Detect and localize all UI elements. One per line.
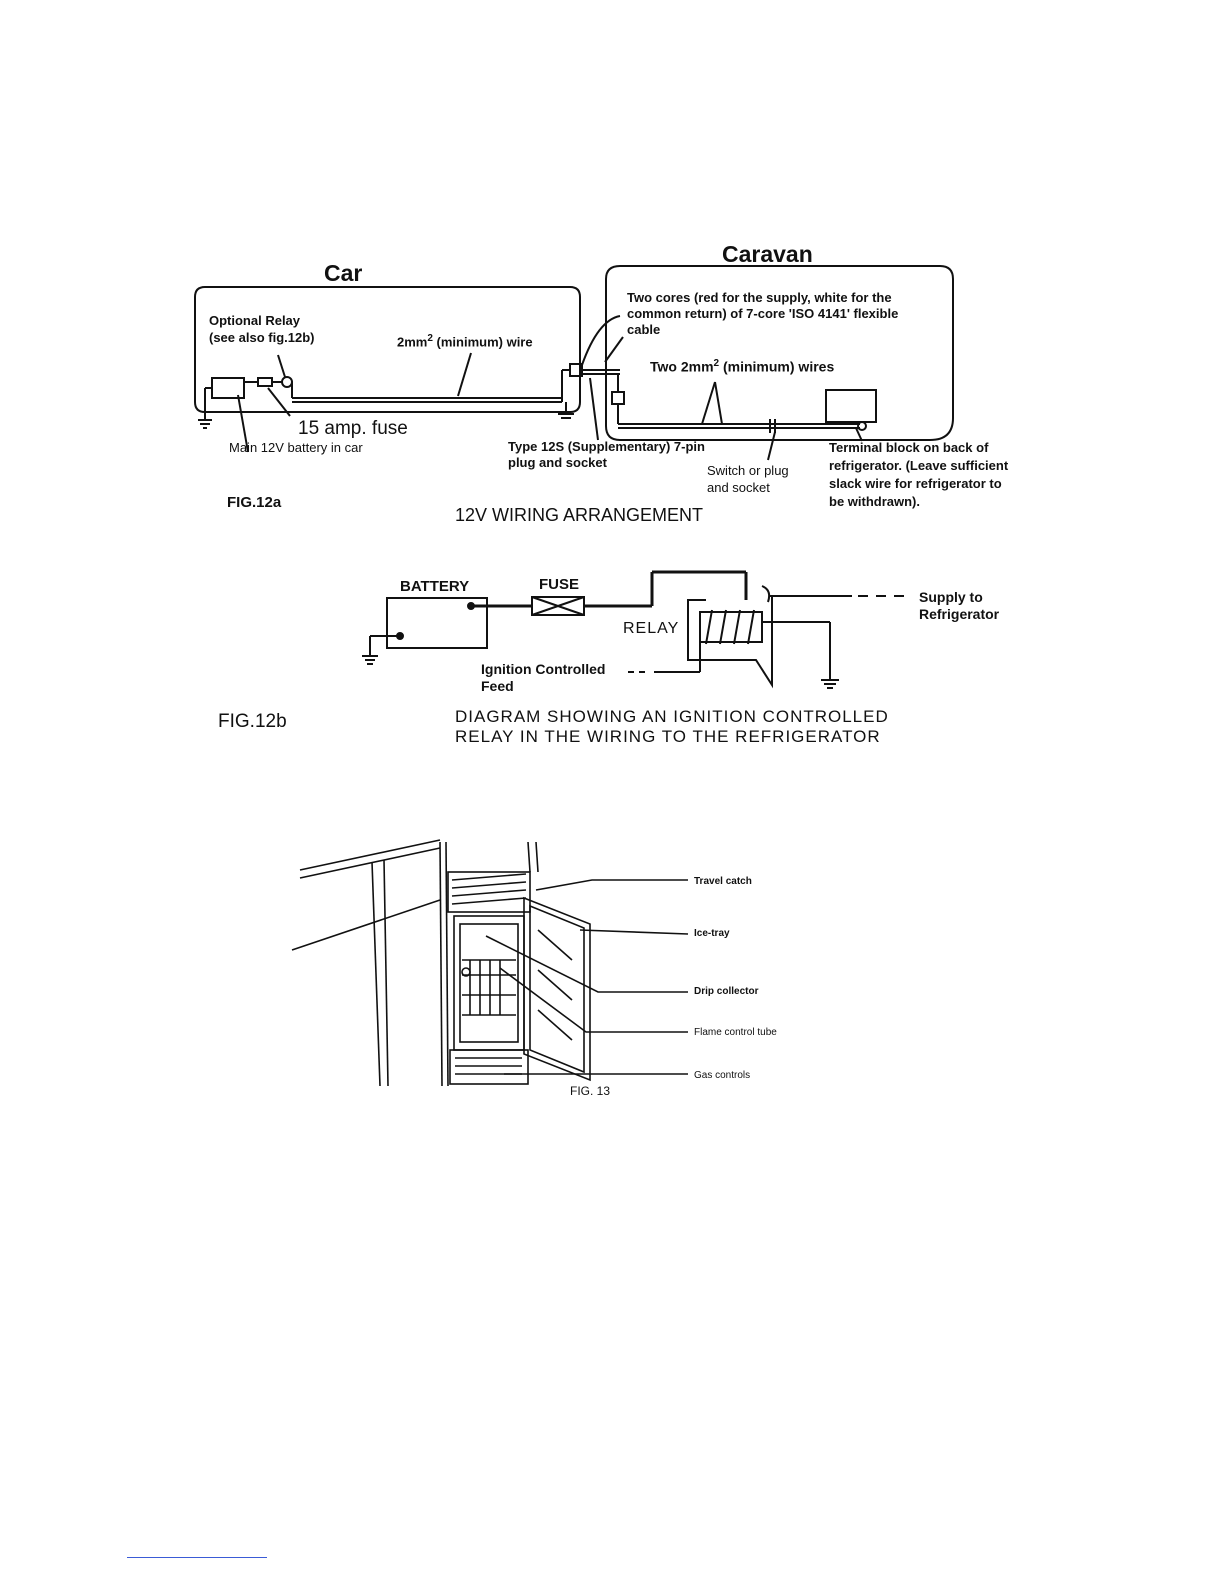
- car-outline: [194, 286, 581, 413]
- battery-label: BATTERY: [400, 578, 470, 595]
- two-cores-line1: Two cores (red for the supply, white for…: [627, 290, 892, 305]
- gas-controls-label: Gas controls: [694, 1070, 751, 1081]
- two-wires-label: Two 2mm2 (minimum) wires: [650, 358, 835, 375]
- ice-tray-label: Ice-tray: [694, 928, 730, 939]
- plug-socket-label-1: Type 12S (Supplementary) 7-pin: [508, 439, 705, 454]
- fig12a-caption: 12V WIRING ARRANGEMENT: [455, 505, 704, 525]
- plug-socket-label-2: plug and socket: [508, 455, 607, 470]
- optional-relay-label: Optional Relay: [209, 313, 301, 328]
- fig12a-label: FIG.12a: [227, 494, 282, 511]
- fig12b-caption-1: DIAGRAM SHOWING AN IGNITION CONTROLLED: [455, 707, 889, 726]
- car-heading: Car: [324, 260, 363, 286]
- terminal-label-1: Terminal block on back of: [829, 440, 989, 455]
- terminal-label-2: refrigerator. (Leave sufficient: [829, 458, 1009, 473]
- refrigerator-block: [825, 389, 877, 423]
- footnote-rule: [127, 1557, 267, 1558]
- battery-label: Main 12V battery in car: [229, 440, 363, 455]
- terminal-label-4: be withdrawn).: [829, 494, 920, 509]
- two-cores-line2: common return) of 7-core 'ISO 4141' flex…: [627, 306, 899, 321]
- supply-label-2: Refrigerator: [919, 606, 1000, 622]
- terminal-label-3: slack wire for refrigerator to: [829, 476, 1002, 491]
- ignition-label-1: Ignition Controlled: [481, 661, 606, 677]
- fig12b-label: FIG.12b: [218, 711, 287, 732]
- relay-label: RELAY: [623, 620, 680, 637]
- travel-catch-label: Travel catch: [694, 876, 752, 887]
- caravan-outline: [605, 265, 954, 441]
- drip-collector-label: Drip collector: [694, 986, 759, 997]
- car-wire-label: 2mm2 (minimum) wire: [397, 333, 533, 350]
- switch-plug: [611, 391, 625, 405]
- fuse-label: 15 amp. fuse: [298, 418, 408, 439]
- fig13-label: FIG. 13: [570, 1084, 611, 1098]
- fig12b-caption-2: RELAY IN THE WIRING TO THE REFRIGERATOR: [455, 727, 881, 746]
- optional-relay-note: (see also fig.12b): [209, 330, 315, 345]
- flame-control-tube-label: Flame control tube: [694, 1027, 777, 1038]
- car-battery: [211, 377, 245, 399]
- two-cores-line3: cable: [627, 322, 661, 337]
- car-relay: [281, 376, 293, 388]
- supply-label-1: Supply to: [919, 589, 983, 605]
- switch-label-1: Switch or plug: [707, 463, 789, 478]
- caravan-heading: Caravan: [722, 241, 813, 267]
- car-fuse: [257, 377, 273, 387]
- switch-label-2: and socket: [707, 480, 770, 495]
- fuse-label: FUSE: [539, 576, 580, 593]
- ignition-label-2: Feed: [481, 678, 514, 694]
